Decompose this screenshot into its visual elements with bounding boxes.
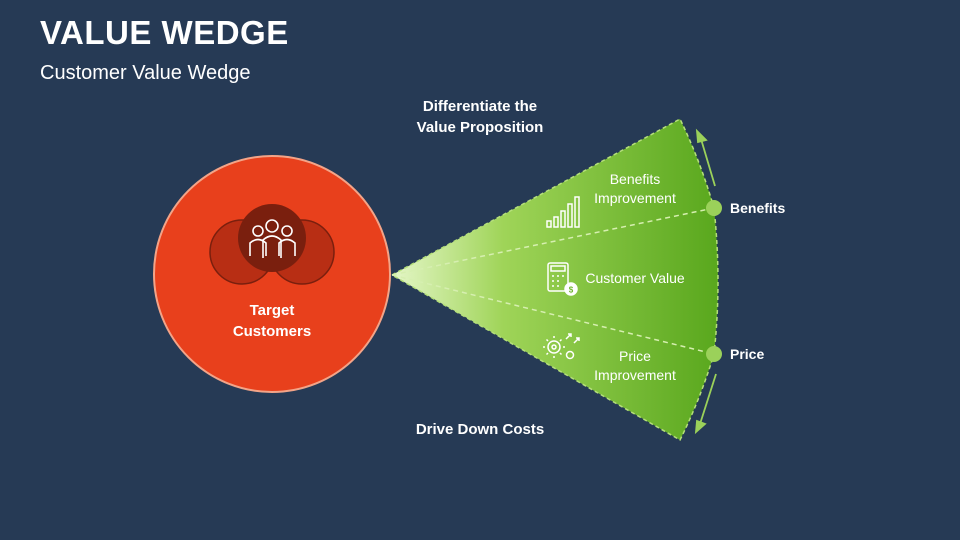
target-customers-line1: Target (249, 302, 295, 319)
target-customers-circle (153, 155, 391, 393)
up-arrow-icon (695, 128, 716, 187)
top-label: Differentiate the Value Proposition (395, 96, 565, 138)
down-arrow-icon (694, 373, 717, 435)
wedge-divider-bottom (391, 274, 715, 355)
benefits-improvement-label: Benefits Improvement (580, 170, 690, 208)
bar-chart-icon (546, 196, 580, 228)
benefits-marker (706, 200, 722, 216)
price-improvement-line1: Price (619, 348, 651, 364)
customer-value-label: Customer Value (585, 270, 685, 286)
top-label-line1: Differentiate the (422, 98, 538, 115)
benefits-marker-label: Benefits (730, 200, 786, 216)
target-customers-label: Target Customers (210, 300, 334, 342)
price-improvement-line2: Improvement (594, 367, 676, 383)
calculator-money-icon (547, 262, 578, 296)
target-customers-line2: Customers (232, 323, 312, 340)
price-marker-label: Price (730, 346, 765, 362)
price-improvement-label: Price Improvement (580, 347, 690, 385)
svg-text:$: $ (569, 286, 574, 295)
wedge-divider-top (391, 207, 715, 276)
slide-title: VALUE WEDGE (40, 14, 289, 51)
slide-subtitle: Customer Value Wedge (40, 62, 251, 84)
gears-arrows-icon (543, 333, 580, 360)
bottom-label: Drive Down Costs (415, 421, 545, 438)
price-marker (706, 346, 722, 362)
people-group-icon (249, 219, 296, 258)
benefits-improvement-line1: Benefits (609, 171, 661, 187)
top-label-line2: Value Proposition (416, 119, 544, 136)
value-wedge-shape (390, 117, 719, 442)
benefits-improvement-line2: Improvement (594, 190, 676, 206)
